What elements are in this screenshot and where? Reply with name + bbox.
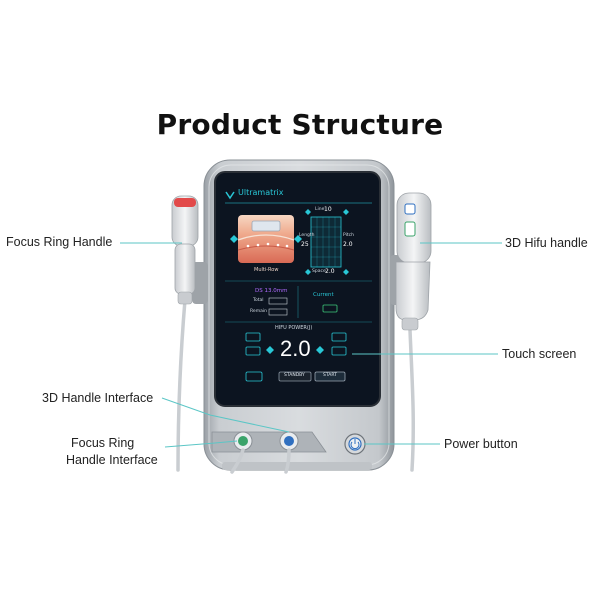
leader-lines	[120, 242, 502, 448]
power-button[interactable]	[344, 433, 366, 455]
screen-mode: Multi-Row	[254, 267, 279, 273]
label-hifu-handle: 3D Hifu handle	[505, 236, 588, 250]
screen-cartridge: DS 13.0mm	[255, 288, 288, 294]
hifu-handle[interactable]	[395, 192, 432, 331]
page-title: Product Structure	[156, 108, 444, 141]
screen-current-label: Current	[313, 292, 334, 298]
brand-logo-icon	[225, 191, 235, 200]
hifu-handle-interface[interactable]	[279, 431, 299, 451]
screen-brand: Ultramatrix	[238, 188, 284, 197]
screen-line-label: Line	[315, 207, 325, 212]
label-focus-ring-interface-line1: Focus Ring	[71, 436, 135, 450]
label-focus-ring-interface-line2: Handle Interface	[66, 453, 158, 467]
screen-side-buttons[interactable]	[245, 332, 347, 356]
screen-remain-label: Remain	[250, 309, 267, 314]
home-button	[245, 371, 263, 382]
screen-space-value: 2.0	[325, 268, 335, 275]
screen-space-label: Space	[312, 269, 326, 274]
skin-illustration	[237, 215, 295, 263]
screen-power-value: 2.0	[280, 336, 311, 361]
right-arrow-icon	[294, 235, 302, 243]
power-increase-icon	[316, 346, 324, 354]
scan-grid	[310, 216, 342, 268]
label-power-button: Power button	[444, 437, 518, 451]
screen-length-value: 25	[301, 241, 309, 248]
cables	[176, 298, 416, 474]
screen-pitch-value: 2.0	[343, 241, 353, 248]
label-focus-ring-handle: Focus Ring Handle	[6, 235, 113, 249]
start-label[interactable]: START	[323, 373, 337, 378]
focus-ring-handle[interactable]	[171, 195, 199, 305]
label-touch-screen: Touch screen	[502, 347, 577, 361]
screen-power-label: HIFU POWER(J)	[275, 325, 313, 331]
touch-screen[interactable]	[214, 171, 381, 407]
screen-pitch-label: Pitch	[343, 233, 354, 238]
power-icon	[350, 441, 360, 450]
screen-length-label: Length	[299, 233, 315, 238]
power-decrease-icon	[266, 346, 274, 354]
left-arrow-icon	[230, 235, 238, 243]
start-button	[314, 371, 346, 382]
label-handle-interface: 3D Handle Interface	[42, 391, 154, 405]
standby-button	[278, 371, 312, 382]
screen-line-value: 10	[324, 206, 332, 213]
standby-label[interactable]: STANDBY	[284, 373, 305, 378]
screen-total-label: Total	[253, 298, 264, 303]
focus-ring-interface[interactable]	[233, 431, 253, 451]
